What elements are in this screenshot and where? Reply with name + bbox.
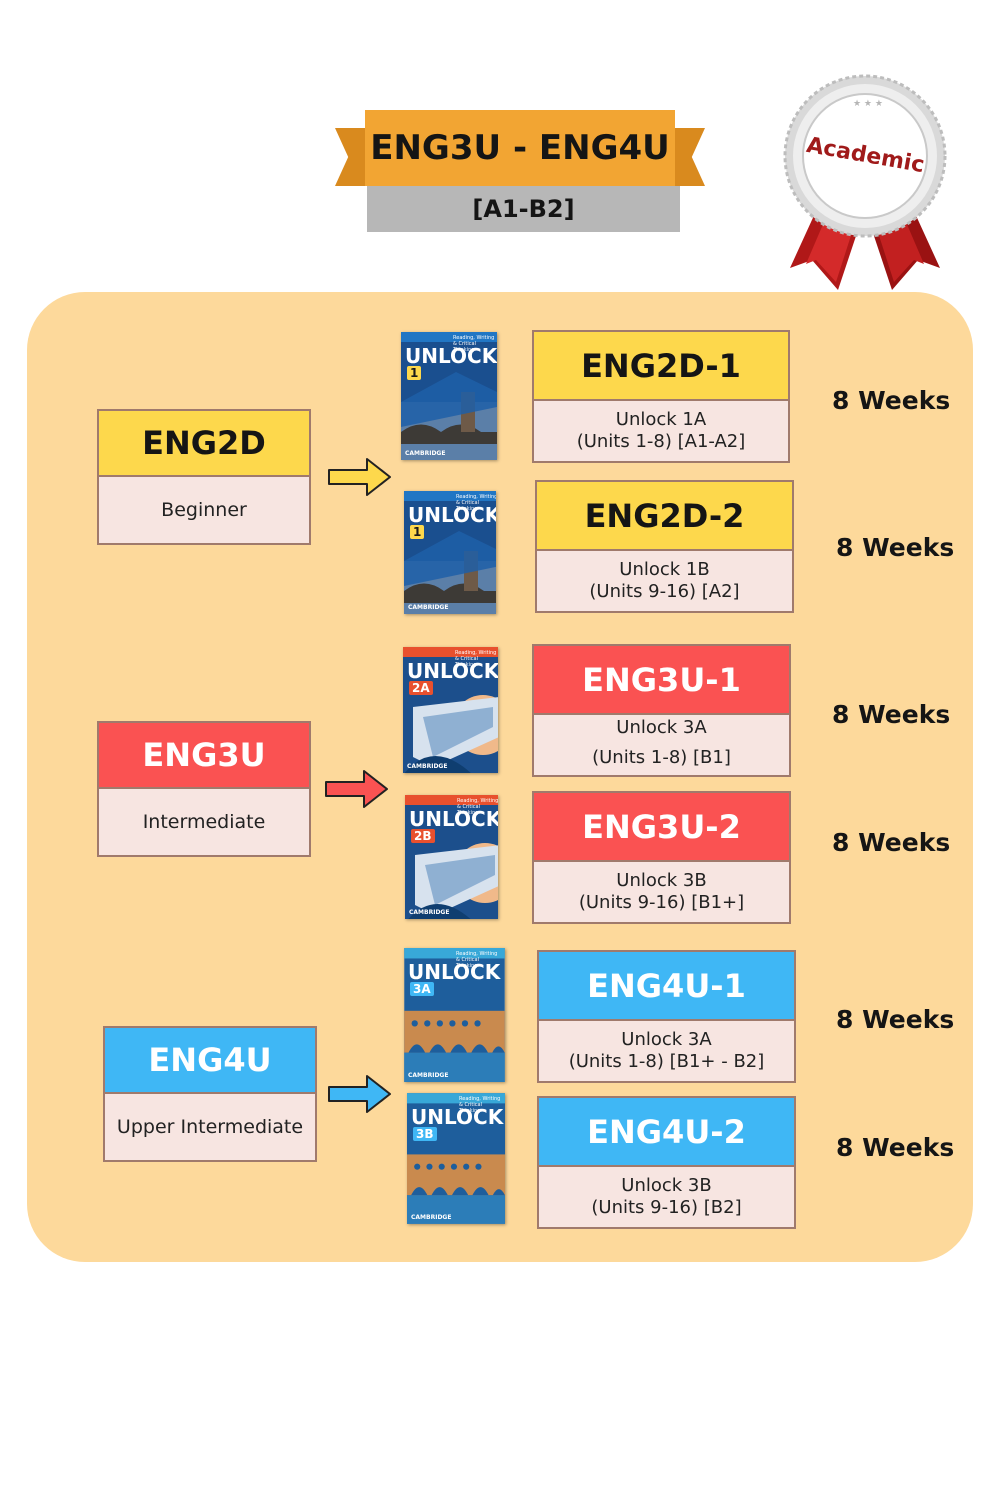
course-units: (Units 9-16) [A2] <box>589 581 740 602</box>
level-name: Upper Intermediate <box>116 1116 304 1138</box>
book-tagline: Reading, Writing & Critical Thinking <box>456 494 496 512</box>
course-code: ENG4U-1 <box>539 952 794 1021</box>
course-eng3u-1: ENG3U-1 Unlock 3A (Units 1-8) [B1] <box>532 644 791 777</box>
book-level: 2B <box>411 829 435 843</box>
course-details: Unlock 3B (Units 9-16) [B1+] <box>534 862 789 922</box>
level-eng4u: ENG4U Upper Intermediate <box>103 1026 317 1162</box>
book-level: 1 <box>410 525 425 539</box>
level-code: ENG2D <box>99 411 309 477</box>
course-code: ENG4U-2 <box>539 1098 794 1167</box>
arrow-icon <box>325 770 388 808</box>
book-level: 1 <box>407 366 422 380</box>
academic-badge: ★ ★ ★ Academic <box>770 68 960 308</box>
course-book: Unlock 3B <box>616 870 707 891</box>
course-duration: 8 Weeks <box>832 700 951 729</box>
course-eng3u-2: ENG3U-2 Unlock 3B (Units 9-16) [B1+] <box>532 791 791 924</box>
course-code: ENG3U-1 <box>534 646 789 715</box>
book-cover-unlock-3b: Reading, Writing & Critical Thinking UNL… <box>407 1093 505 1224</box>
arrow-icon <box>328 1075 391 1113</box>
book-cover-unlock-2b: Reading, Writing & Critical Thinking UNL… <box>405 795 498 919</box>
course-details: Unlock 3B (Units 9-16) [B2] <box>539 1167 794 1227</box>
course-book: Unlock 1A <box>615 409 707 430</box>
course-units: (Units 1-8) [A1-A2] <box>576 431 746 452</box>
course-duration: 8 Weeks <box>832 828 951 857</box>
book-tagline: Reading, Writing & Critical Thinking <box>457 798 498 816</box>
level-code: ENG4U <box>105 1028 315 1094</box>
level-name: Beginner <box>161 499 247 521</box>
book-publisher: CAMBRIDGE <box>405 450 446 457</box>
book-title: UNLOCK <box>409 807 498 831</box>
course-book: Unlock 3B <box>621 1175 712 1196</box>
book-publisher: CAMBRIDGE <box>409 909 450 916</box>
course-details: Unlock 1B (Units 9-16) [A2] <box>537 551 792 611</box>
course-details: Unlock 1A (Units 1-8) [A1-A2] <box>534 401 788 461</box>
course-duration: 8 Weeks <box>832 386 951 415</box>
book-publisher: CAMBRIDGE <box>407 763 448 770</box>
book-cover-unlock-1: Reading, Writing & Critical Thinking UNL… <box>404 491 496 614</box>
book-cover-unlock-2a: Reading, Writing & Critical Thinking UNL… <box>403 647 498 773</box>
level-eng3u: ENG3U Intermediate <box>97 721 311 857</box>
course-eng4u-1: ENG4U-1 Unlock 3A (Units 1-8) [B1+ - B2] <box>537 950 796 1083</box>
course-eng2d-1: ENG2D-1 Unlock 1A (Units 1-8) [A1-A2] <box>532 330 790 463</box>
book-tagline: Reading, Writing & Critical Thinking <box>459 1096 501 1114</box>
course-eng2d-2: ENG2D-2 Unlock 1B (Units 9-16) [A2] <box>535 480 794 613</box>
course-units: (Units 9-16) [B1+] <box>578 892 745 913</box>
course-units: (Units 1-8) [B1] <box>592 747 731 768</box>
course-book: Unlock 1B <box>619 559 710 580</box>
course-details: Unlock 3A (Units 1-8) [B1] <box>534 715 789 775</box>
book-tagline: Reading, Writing & Critical Thinking <box>456 951 498 969</box>
course-details: Unlock 3A (Units 1-8) [B1+ - B2] <box>539 1021 794 1081</box>
book-tagline: Reading, Writing & Critical Thinking <box>453 335 495 353</box>
course-duration: 8 Weeks <box>836 1005 955 1034</box>
book-publisher: CAMBRIDGE <box>408 1072 449 1079</box>
course-book: Unlock 3A <box>621 1029 712 1050</box>
book-publisher: CAMBRIDGE <box>408 604 449 611</box>
course-eng4u-2: ENG4U-2 Unlock 3B (Units 9-16) [B2] <box>537 1096 796 1229</box>
book-title: UNLOCK <box>411 1105 504 1129</box>
course-units: (Units 9-16) [B2] <box>591 1197 742 1218</box>
book-title: UNLOCK <box>405 344 497 368</box>
book-cover-unlock-1: Reading, Writing & Critical Thinking UNL… <box>401 332 497 460</box>
course-code: ENG2D-2 <box>537 482 792 551</box>
book-title: UNLOCK <box>408 960 501 984</box>
course-duration: 8 Weeks <box>836 1133 955 1162</box>
book-level: 2A <box>409 681 433 695</box>
level-code: ENG3U <box>99 723 309 789</box>
book-level: 3A <box>410 982 434 996</box>
course-units: (Units 1-8) [B1+ - B2] <box>568 1051 765 1072</box>
book-publisher: CAMBRIDGE <box>411 1214 452 1221</box>
book-title: UNLOCK <box>407 659 498 683</box>
book-title: UNLOCK <box>408 503 496 527</box>
level-range: [A1-B2] <box>367 186 680 232</box>
course-code: ENG3U-2 <box>534 793 789 862</box>
course-book: Unlock 3A <box>616 717 707 738</box>
course-duration: 8 Weeks <box>836 533 955 562</box>
book-level: 3B <box>413 1127 437 1141</box>
book-tagline: Reading, Writing & Critical Thinking <box>455 650 497 668</box>
page-title: ENG3U - ENG4U <box>365 110 675 186</box>
level-name: Intermediate <box>142 811 266 833</box>
level-eng2d: ENG2D Beginner <box>97 409 311 545</box>
book-cover-unlock-3a: Reading, Writing & Critical Thinking UNL… <box>404 948 505 1082</box>
svg-text:★ ★ ★: ★ ★ ★ <box>853 99 883 109</box>
course-code: ENG2D-1 <box>534 332 788 401</box>
arrow-icon <box>328 458 391 496</box>
